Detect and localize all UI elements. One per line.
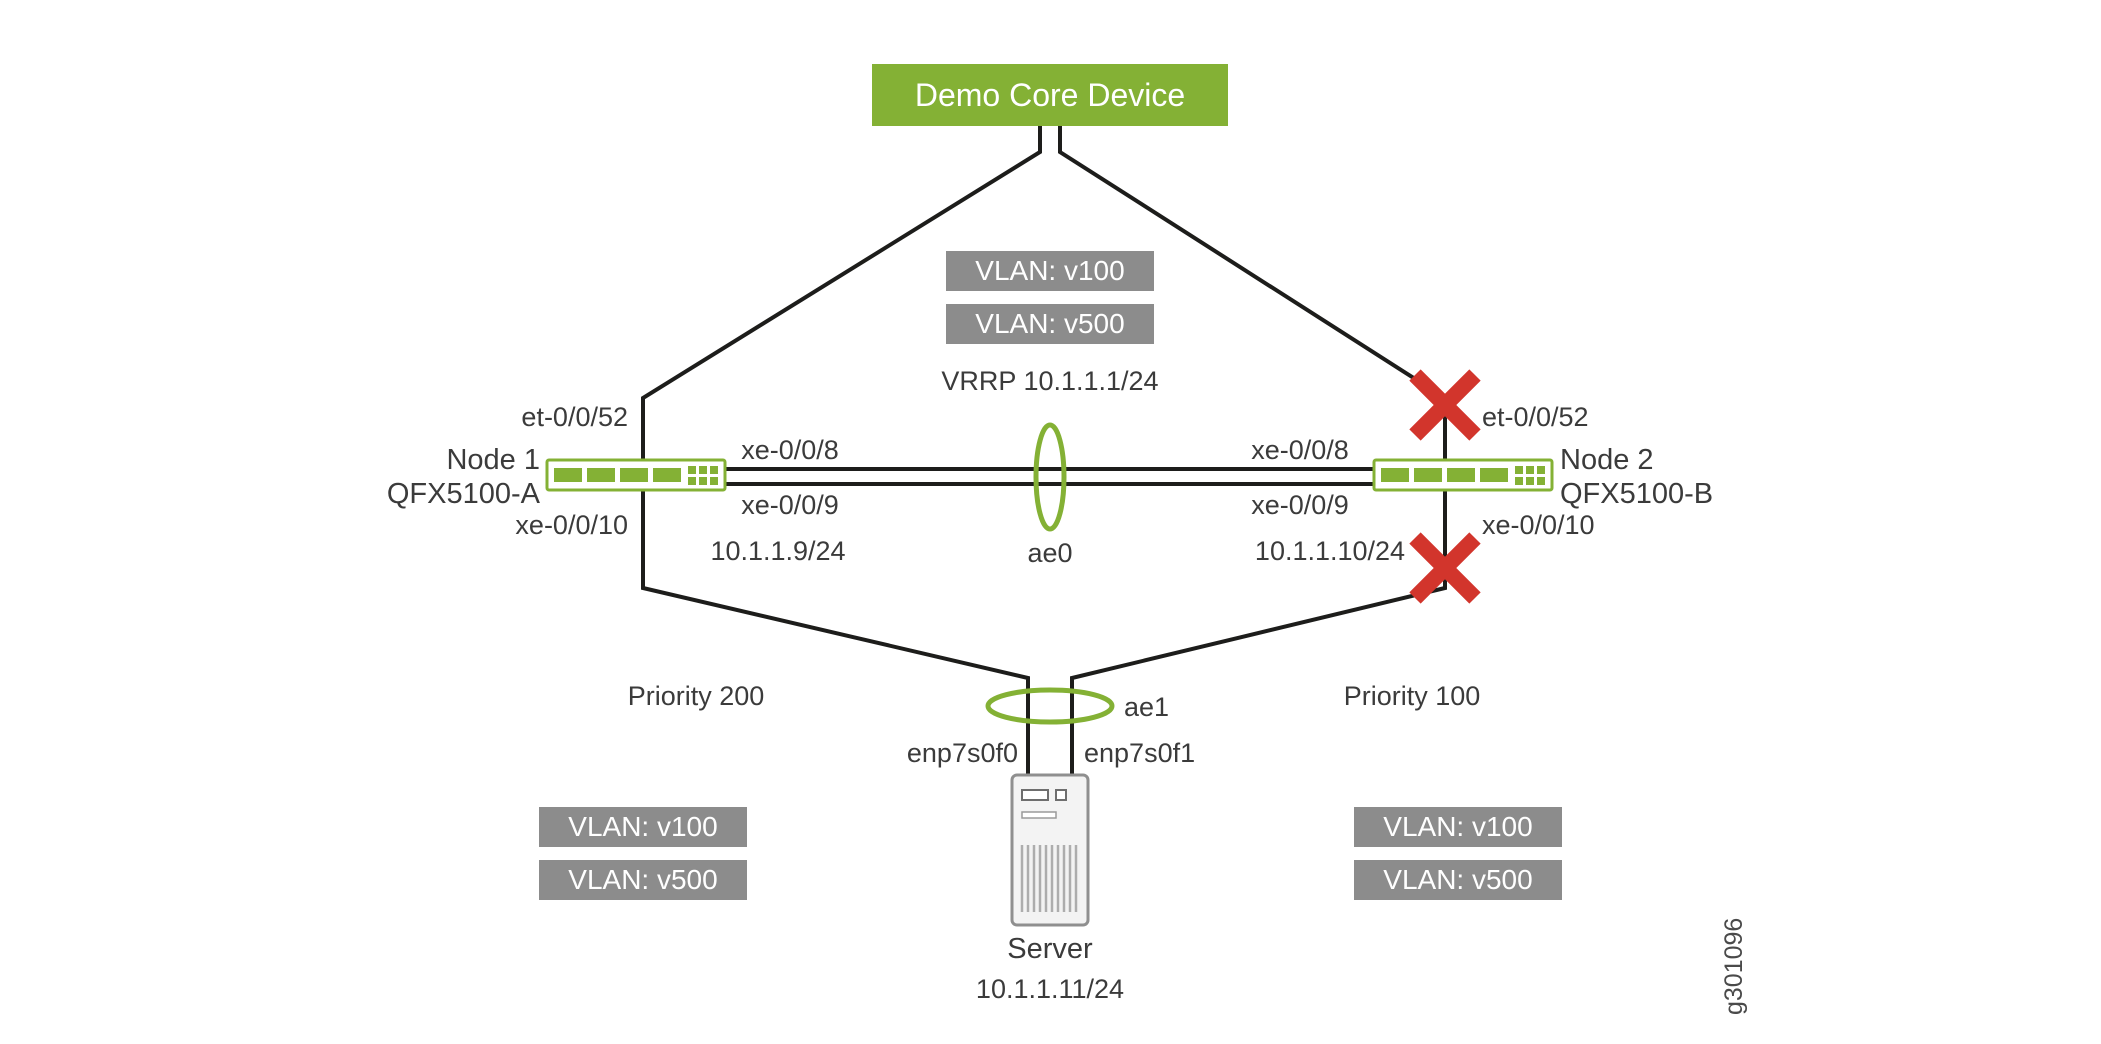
node2-model-label: QFX5100-B: [1560, 478, 1713, 510]
node1-vlan-v100-badge: VLAN: v100: [539, 807, 747, 847]
node1-server-port-label: xe-0/0/10: [515, 510, 628, 540]
badge-label: VLAN: v500: [1383, 864, 1532, 895]
node1-lag-port-a-label: xe-0/0/8: [741, 435, 839, 465]
ae1-lag-ellipse-icon: [985, 687, 1115, 725]
server-nic-left-label: enp7s0f0: [907, 738, 1018, 768]
badge-box: [539, 860, 747, 900]
node1-vlan-v500-badge: VLAN: v500: [539, 860, 747, 900]
server-icon: [1010, 773, 1090, 927]
badge-box: [946, 304, 1154, 344]
badge-label: VLAN: v500: [568, 864, 717, 895]
server-nic-right-label: enp7s0f1: [1084, 738, 1195, 768]
node2-vrrp-priority-label: Priority 100: [1344, 681, 1481, 711]
node1-lag-ip-label: 10.1.1.9/24: [710, 536, 845, 566]
core-device-node: Demo Core Device: [872, 64, 1228, 126]
badge-box: [946, 251, 1154, 291]
node1-vrrp-priority-label: Priority 200: [628, 681, 765, 711]
server-name-label: Server: [1007, 933, 1093, 965]
badge-box: [1354, 860, 1562, 900]
server-slot-2: [1021, 811, 1057, 819]
server-ip-label: 10.1.1.11/24: [976, 974, 1124, 1004]
node2-lag-ip-label: 10.1.1.10/24: [1255, 536, 1405, 566]
badge-label: VLAN: v100: [568, 811, 717, 842]
server-link-node1-line: [641, 490, 1030, 777]
ae1-label: ae1: [1124, 692, 1169, 722]
node1-name-label: Node 1: [446, 444, 540, 476]
node2-lag-port-a-label: xe-0/0/8: [1251, 435, 1349, 465]
node2-vlan-v500-badge: VLAN: v500: [1354, 860, 1562, 900]
core-device-box: [872, 64, 1228, 126]
badge-box: [1354, 807, 1562, 847]
node2-uplink-port-label: et-0/0/52: [1482, 402, 1589, 432]
badge-label: VLAN: v500: [975, 308, 1124, 339]
node2-vlan-v100-badge: VLAN: v100: [1354, 807, 1562, 847]
core-vlan-v100-badge: VLAN: v100: [946, 251, 1154, 291]
node2-switch-icon: [1372, 458, 1554, 492]
node1-lag-port-b-label: xe-0/0/9: [741, 490, 839, 520]
server-power-button: [1055, 789, 1067, 801]
node1-switch-icon: [545, 458, 727, 492]
ae0-label: ae0: [1027, 538, 1072, 568]
node1-model-label: QFX5100-A: [387, 478, 541, 510]
server-link-node2-line: [1070, 490, 1447, 777]
core-vlan-v500-badge: VLAN: v500: [946, 304, 1154, 344]
badge-label: VLAN: v100: [1383, 811, 1532, 842]
badge-label: VLAN: v100: [975, 255, 1124, 286]
core-device-label: Demo Core Device: [915, 77, 1185, 113]
node2-name-label: Node 2: [1560, 444, 1654, 476]
server-drive-slot: [1021, 789, 1049, 801]
uplink-node1-line: [641, 126, 1042, 462]
node2-server-port-label: xe-0/0/10: [1482, 510, 1595, 540]
badge-box: [539, 807, 747, 847]
ae0-lag-ellipse-icon: [1033, 422, 1067, 532]
vrrp-address-label: VRRP 10.1.1.1/24: [941, 366, 1158, 396]
server-vent-grille: [1020, 845, 1078, 912]
node1-uplink-port-label: et-0/0/52: [521, 402, 628, 432]
node2-lag-port-b-label: xe-0/0/9: [1251, 490, 1349, 520]
uplink-node2-line: [1058, 126, 1447, 462]
figure-code-label: g301096: [1720, 918, 1748, 1015]
